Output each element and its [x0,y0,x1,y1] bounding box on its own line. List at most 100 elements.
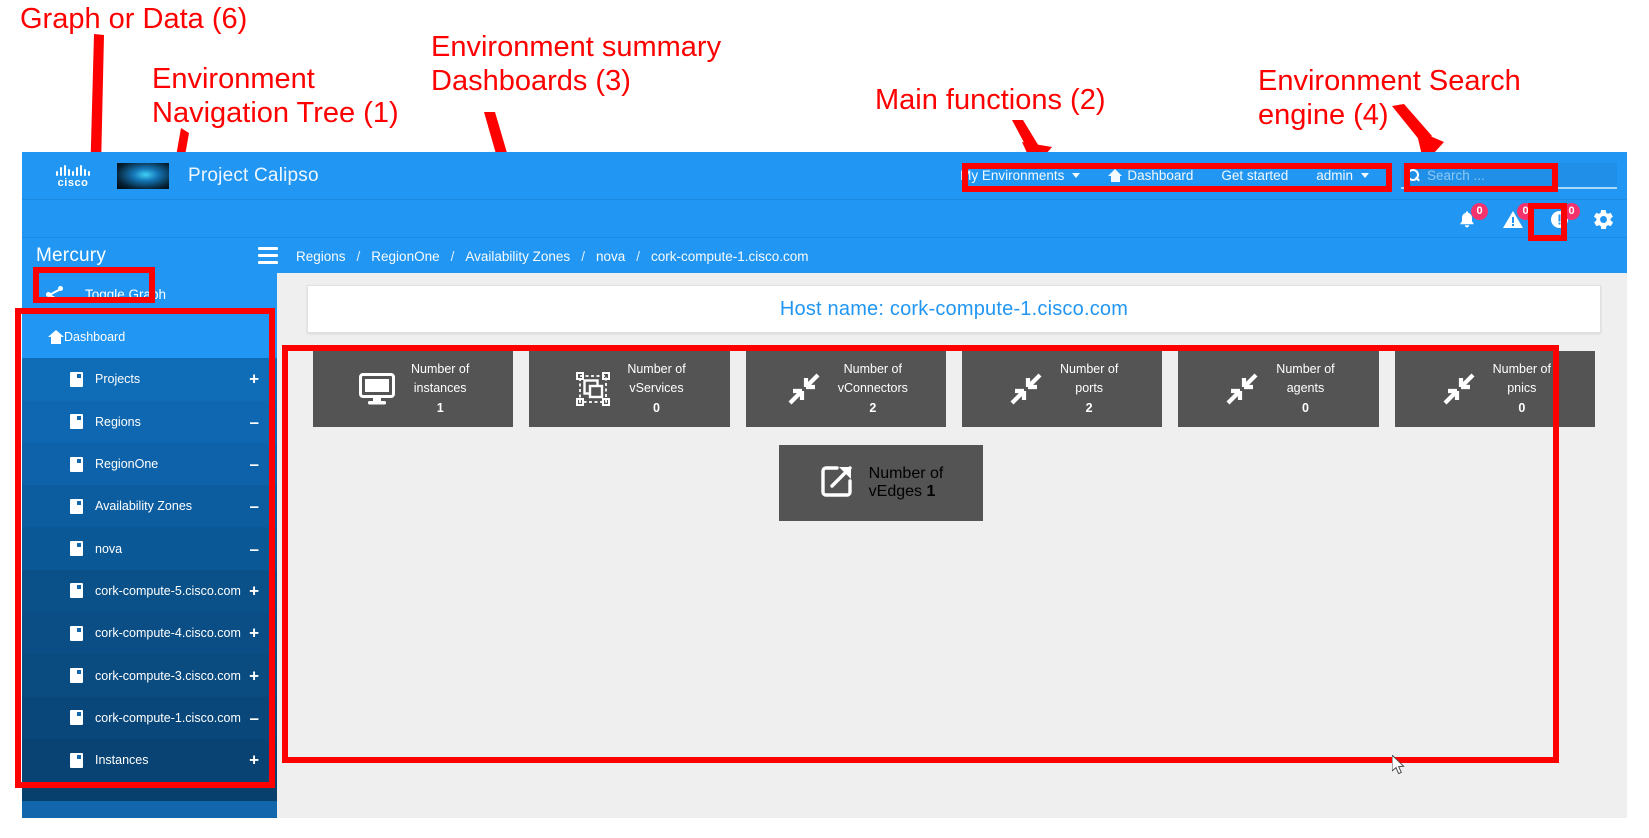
tile-title-line1: Number of [843,361,902,376]
tile-title-line2: vServices [629,381,684,396]
breadcrumb-item[interactable]: Availability Zones [465,248,571,264]
tile-number-of-vconnectors[interactable]: Number of vConnectors 2 [745,351,946,427]
nav-admin[interactable]: admin [1302,168,1383,183]
collapse-toggle-icon[interactable]: – [249,496,259,516]
status-badge: 0 [1563,203,1580,220]
tile-title-line2: instances [413,381,467,396]
breadcrumb: Regions / RegionOne / Availability Zones… [294,238,811,274]
annotation-box-env-nav-tree [15,308,275,788]
sidebar-item-label: Projects [95,372,141,387]
sidebar-item-label: cork-compute-3.cisco.com [95,668,241,683]
sidebar-item-cork-compute-4[interactable]: cork-compute-4.cisco.com + [22,612,277,655]
tile-title-line2: ports [1075,381,1104,396]
tile-number-of-ports[interactable]: Number of ports 2 [961,351,1163,427]
collapse-toggle-icon[interactable]: – [249,708,259,728]
sidebar-item-cork-compute-1[interactable]: cork-compute-1.cisco.com – [22,696,277,739]
sidebar-item-regions[interactable]: Regions – [22,400,277,443]
nav-dashboard-label: Dashboard [1127,168,1194,183]
compress-arrows-icon [1222,369,1262,409]
tile-number-of-pnics[interactable]: Number of pnics 0 [1394,351,1595,427]
environment-navigation-tree: Toggle Graph Dashboard Projects + Region… [22,273,277,818]
tile-title-line2: pnics [1507,381,1537,396]
expand-toggle-icon[interactable]: + [249,623,259,643]
node-icon [70,710,83,726]
breadcrumb-item[interactable]: RegionOne [371,248,440,264]
nav-dashboard[interactable]: Dashboard [1094,168,1207,183]
object-group-icon [573,369,613,409]
sidebar-item-availability-zones[interactable]: Availability Zones – [22,485,277,528]
sidebar-item-label: nova [95,541,123,556]
tile-title-line1: Number of [1276,361,1335,376]
tile-title-line1: Number of [868,465,944,482]
compress-arrows-icon [1006,369,1046,409]
main-content: Host name: cork-compute-1.cisco.com Numb… [277,273,1627,818]
node-icon [70,456,83,472]
tile-value: 2 [869,400,877,415]
notifications-bell-button[interactable]: 0 [1445,200,1489,238]
annotation-box-env-summary-dashboards [282,345,1559,763]
tile-number-of-instances[interactable]: Number of instances 1 [313,351,514,427]
tile-title-line2: vConnectors [837,381,908,396]
tile-number-of-agents[interactable]: Number of agents 0 [1178,351,1379,427]
settings-gear-button[interactable] [1583,200,1623,238]
nav-get-started[interactable]: Get started [1207,168,1302,183]
nav-my-environments-label: My Environments [960,168,1065,183]
external-link-icon [819,463,855,504]
sidebar-item-cork-compute-3[interactable]: cork-compute-3.cisco.com + [22,654,277,697]
cisco-logo-text: cisco [57,177,89,189]
bell-icon [1460,210,1474,227]
breadcrumb-separator: / [356,248,361,264]
tile-text: Number of vEdges 1 [869,465,944,501]
nav-my-environments[interactable]: My Environments [946,168,1094,183]
tile-number-of-vedges[interactable]: Number of vEdges 1 [779,445,983,521]
sidebar-item-nova[interactable]: nova – [22,527,277,570]
sidebar-item-label: cork-compute-4.cisco.com [95,626,241,641]
gear-icon [1593,209,1613,229]
tile-value: 2 [1085,400,1093,415]
sidebar-item-projects[interactable]: Projects + [22,358,277,401]
tile-value: 1 [926,483,936,500]
hamburger-icon[interactable] [258,247,278,264]
breadcrumb-item-current[interactable]: cork-compute-1.cisco.com [651,248,809,264]
collapse-toggle-icon[interactable]: – [249,539,259,559]
expand-toggle-icon[interactable]: + [249,581,259,601]
sidebar-item-instances[interactable]: Instances + [22,738,277,782]
sidebar-item-cork-compute-5[interactable]: cork-compute-5.cisco.com + [22,569,277,613]
expand-toggle-icon[interactable]: + [249,750,259,770]
tile-text: Number of agents 0 [1276,360,1334,418]
dashboard-tiles-row-1: Number of instances 1 [313,351,1595,427]
tile-title-line2: vEdges [868,483,923,500]
tile-number-of-vservices[interactable]: Number of vServices 0 [529,351,730,427]
annotation-label-graph-or-data: Graph or Data (6) [20,3,248,35]
dashboard-tiles-row-2: Number of vEdges 1 [313,445,1595,521]
sidebar-title: Mercury [36,245,107,266]
tile-value: 0 [653,400,660,415]
expand-toggle-icon[interactable]: + [249,666,259,686]
sidebar-item-regionone[interactable]: RegionOne – [22,442,277,486]
home-icon [1108,169,1123,182]
nav-admin-label: admin [1316,168,1353,183]
node-icon [70,414,83,430]
home-icon [48,330,64,345]
breadcrumb-item[interactable]: Regions [296,248,346,264]
expand-toggle-icon[interactable]: + [249,369,259,389]
annotation-box-more-settings [1528,203,1567,241]
sidebar-item-label: cork-compute-1.cisco.com [95,710,241,725]
tile-title-line1: Number of [410,361,470,376]
node-icon [70,668,83,684]
main-functions-nav: My Environments Dashboard Get started ad… [946,152,1383,199]
collapse-toggle-icon[interactable]: – [249,454,259,474]
node-icon [70,498,83,514]
tile-title-line1: Number of [1492,361,1551,376]
sidebar-item-dashboard[interactable]: Dashboard [22,316,277,359]
tile-value: 0 [1302,400,1309,415]
collapse-toggle-icon[interactable]: – [249,412,259,432]
tile-value: 0 [1518,400,1526,415]
breadcrumb-item[interactable]: nova [595,248,626,264]
annotation-box-env-search-engine [1404,163,1558,192]
annotation-label-main-functions: Main functions (2) [875,84,1106,116]
annotation-box-graph-or-data [33,267,155,303]
host-name-card: Host name: cork-compute-1.cisco.com [307,285,1601,333]
